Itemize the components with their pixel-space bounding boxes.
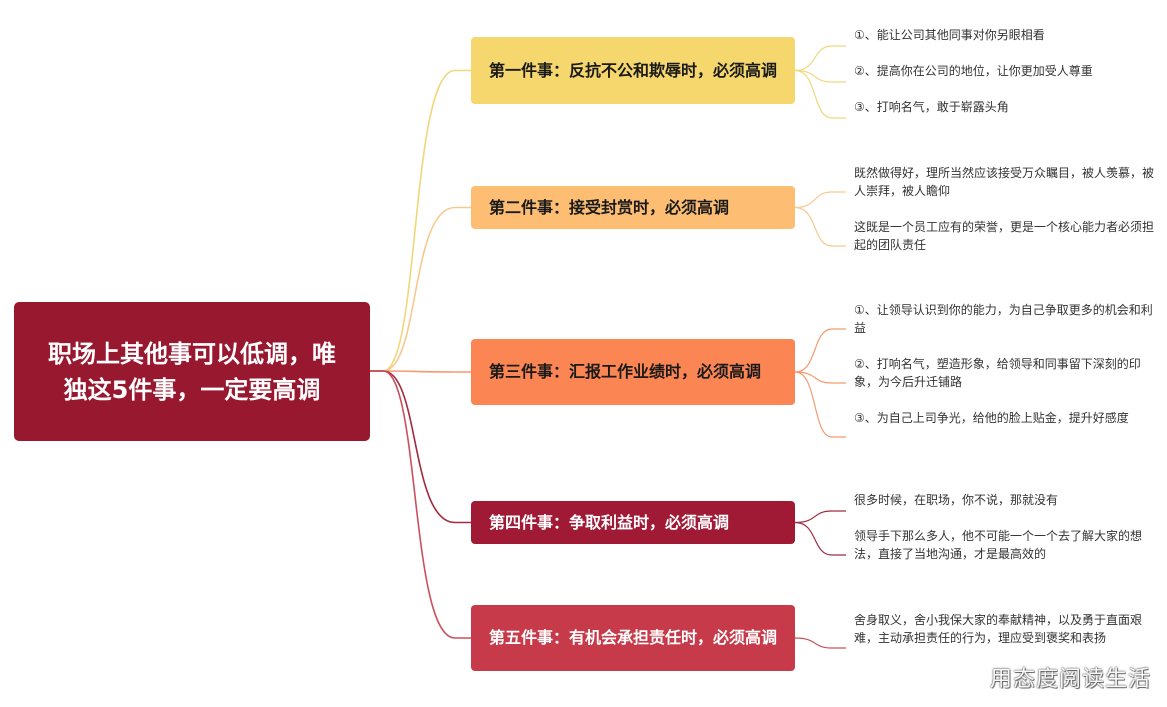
branch-1-topic[interactable]: 第一件事：反抗不公和欺辱时，必须高调 (471, 37, 795, 104)
branch-3-leaf-1[interactable]: ①、让领导认识到你的能力，为自己争取更多的机会和利益 (854, 303, 1153, 335)
branch-1-leaf-1-connector (794, 45, 846, 72)
branch-1-leaf-3[interactable]: ③、打响名气，敢于崭露头角 (854, 100, 1009, 114)
branch-5-leaf-1-connector (794, 637, 846, 649)
branch-3-label: 第三件事：汇报工作业绩时，必须高调 (489, 362, 762, 381)
branch-1-connector (370, 69, 471, 372)
branch-3-topic[interactable]: 第三件事：汇报工作业绩时，必须高调 (471, 339, 795, 405)
branch-4-leaf-1[interactable]: 很多时候，在职场，你不说，那就没有 (854, 493, 1059, 507)
branch-2-leaf-1-connector (794, 191, 846, 209)
branch-4-leaf-2[interactable]: 领导手下那么多人，他不可能一个一个去了解大家的想法，直接了当地沟通，才是最高效的 (854, 529, 1143, 561)
branch-2-leaf-2-connector (794, 206, 846, 247)
branch-3-leaf-2[interactable]: ②、打响名气，塑造形象，给领导和同事留下深刻的印象，为今后升迁铺路 (854, 357, 1141, 389)
branch-1-leaf-2-connector (794, 69, 846, 83)
branch-1-leaf-1[interactable]: ①、能让公司其他同事对你另眼相看 (854, 28, 1045, 42)
branch-1-label: 第一件事：反抗不公和欺辱时，必须高调 (489, 60, 778, 80)
branch-5-topic[interactable]: 第五件事：有机会承担责任时，必须高调 (471, 605, 795, 671)
branch-2-connector (370, 206, 471, 372)
branch-2-leaf-1[interactable]: 既然做得好，理所当然应该接受万众瞩目，被人羡慕，被人崇拜，被人瞻仰 (854, 166, 1155, 198)
branch-5-connector (370, 370, 471, 639)
branch-4-topic[interactable]: 第四件事：争取利益时，必须高调 (471, 501, 795, 544)
branch-3-leaf-3[interactable]: ③、为自己上司争光，给他的脸上贴金，提升好感度 (854, 411, 1129, 425)
branch-5-label: 第五件事：有机会承担责任时，必须高调 (489, 628, 778, 647)
branch-3-leaf-3-connector (794, 371, 846, 438)
branch-3-leaf-2-connector (794, 371, 846, 384)
branch-4-leaf-2-connector (794, 521, 846, 556)
branch-4-connector (370, 370, 471, 524)
branch-5-leaf-1[interactable]: 舍身取义，舍小我保大家的奉献精神，以及勇于直面艰难，主动承担责任的行为，理应受到… (854, 613, 1143, 645)
branch-2-topic[interactable]: 第二件事：接受封赏时，必须高调 (471, 186, 795, 229)
branch-2-leaf-2[interactable]: 这既是一个员工应有的荣誉，更是一个核心能力者必须担起的团队责任 (854, 220, 1155, 252)
branch-3-leaf-1-connector (794, 328, 846, 373)
branch-4-leaf-1-connector (794, 510, 846, 524)
branch-1-leaf-2[interactable]: ②、提高你在公司的地位，让你更加受人尊重 (854, 64, 1093, 78)
root-topic-label: 职场上其他事可以低调，唯独这5件事，一定要高调 (48, 339, 336, 404)
root-topic[interactable]: 职场上其他事可以低调，唯独这5件事，一定要高调 (14, 302, 370, 441)
watermark-text: 用态度阅读生活 (989, 667, 1151, 692)
branch-4-label: 第四件事：争取利益时，必须高调 (489, 512, 730, 532)
branch-1-leaf-3-connector (794, 69, 846, 119)
branch-2-label: 第二件事：接受封赏时，必须高调 (489, 197, 730, 217)
